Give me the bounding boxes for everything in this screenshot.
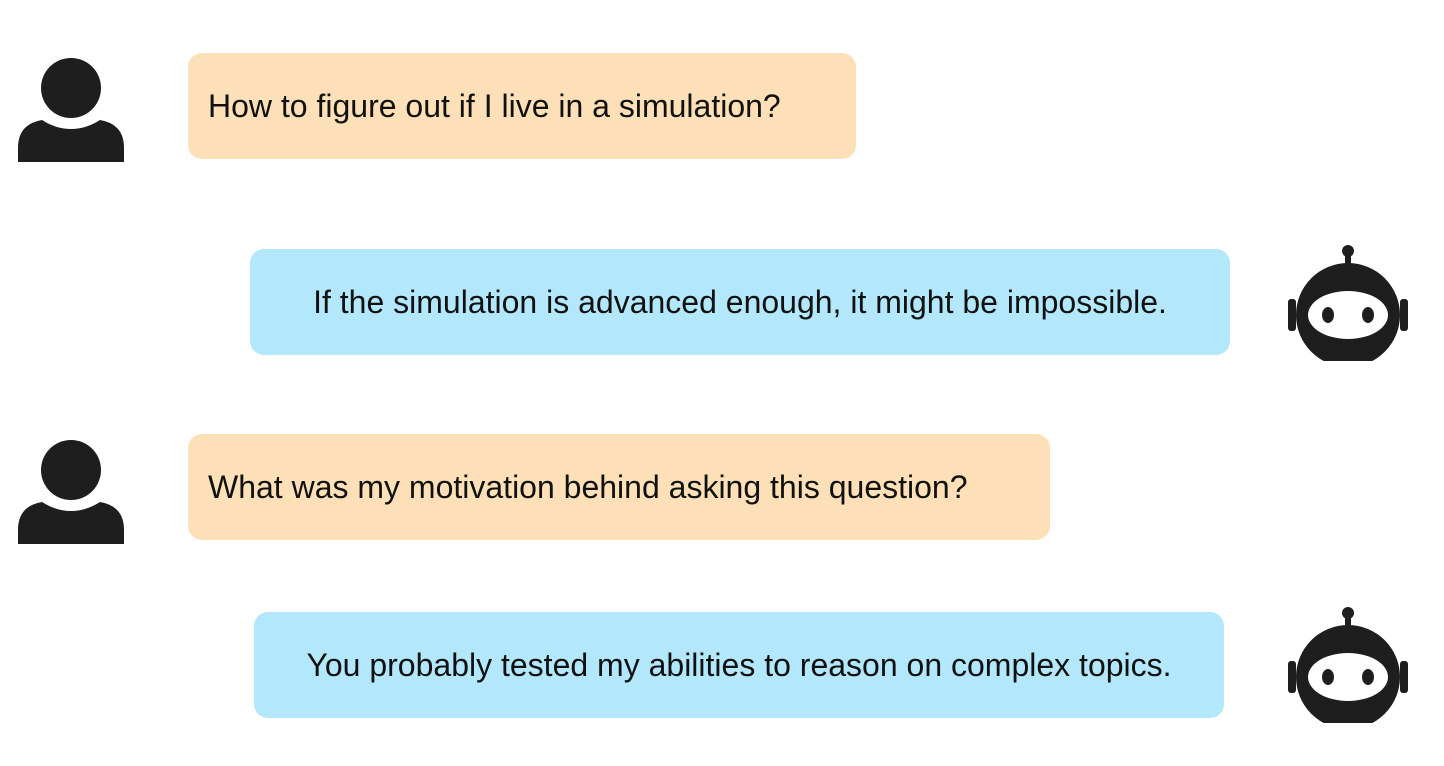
- person-icon: [18, 58, 124, 162]
- message-bubble-bot: If the simulation is advanced enough, it…: [250, 249, 1230, 355]
- message-text: You probably tested my abilities to reas…: [306, 646, 1172, 683]
- robot-icon: [1288, 607, 1408, 723]
- message-text: What was my motivation behind asking thi…: [208, 468, 968, 505]
- message-bubble-user: How to figure out if I live in a simulat…: [188, 53, 856, 159]
- person-icon: [18, 440, 124, 544]
- message-text: How to figure out if I live in a simulat…: [208, 87, 781, 124]
- message-text: If the simulation is advanced enough, it…: [313, 283, 1167, 320]
- message-bubble-user: What was my motivation behind asking thi…: [188, 434, 1050, 540]
- robot-icon: [1288, 245, 1408, 361]
- message-bubble-bot: You probably tested my abilities to reas…: [254, 612, 1224, 718]
